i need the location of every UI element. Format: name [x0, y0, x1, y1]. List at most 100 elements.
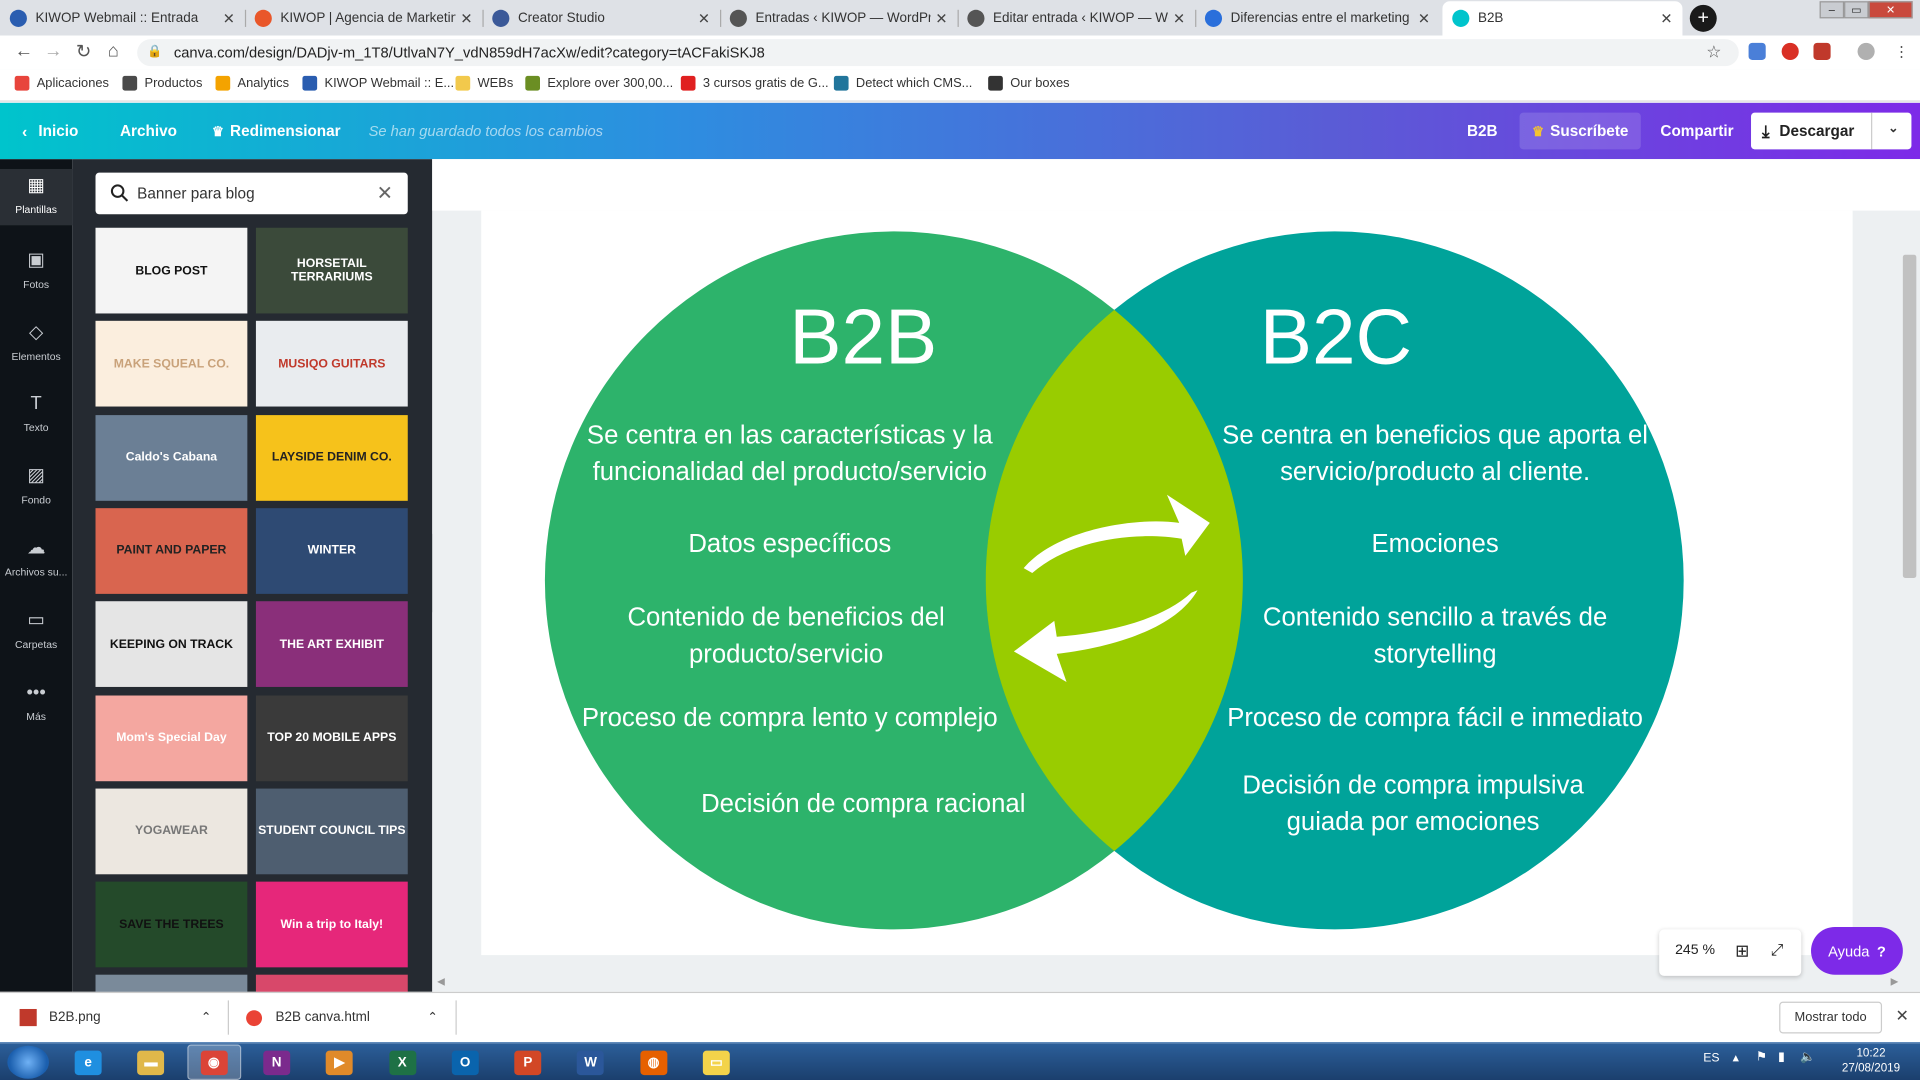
template-thumbnail[interactable]: Caldo's Cabana — [95, 414, 248, 501]
download-item[interactable]: B2B.png ⌃ — [19, 993, 216, 1042]
browser-tab[interactable]: Editar entrada ‹ KIWOP — WordP✕ — [958, 1, 1196, 35]
bookmark-item[interactable]: Aplicaciones — [14, 75, 109, 91]
bookmark-item[interactable]: 3 cursos gratis de G... — [680, 75, 829, 91]
help-button[interactable]: Ayuda ? — [1811, 926, 1903, 975]
profile-icon[interactable] — [1857, 42, 1875, 61]
close-icon[interactable]: ✕ — [697, 9, 711, 27]
reload-icon[interactable]: ↻ — [75, 41, 92, 63]
rail-item-fondo[interactable]: ▨Fondo — [0, 457, 72, 518]
taskbar-app[interactable]: W — [564, 1044, 618, 1080]
taskbar-app[interactable]: ◍ — [627, 1044, 681, 1080]
rail-item-plantillas[interactable]: ▦Plantillas — [0, 168, 73, 226]
template-thumbnail[interactable]: YOGAWEAR — [95, 788, 248, 875]
vertical-scrollbar[interactable] — [1902, 254, 1917, 578]
bookmark-star-icon[interactable]: ☆ — [1706, 41, 1722, 62]
template-thumbnail[interactable]: MUSIQO GUITARS — [255, 321, 408, 407]
show-all-downloads-button[interactable]: Mostrar todo — [1779, 1001, 1883, 1034]
browser-tab[interactable]: B2B✕ — [1442, 1, 1683, 36]
template-thumbnail[interactable]: MAKE SQUEAL CO. — [95, 321, 248, 407]
clock[interactable]: 10:22 27/08/2019 — [1832, 1047, 1910, 1076]
network-icon[interactable]: ▮ — [1777, 1050, 1785, 1065]
bookmark-item[interactable]: Productos — [122, 75, 202, 91]
rail-item-archivos-su[interactable]: ☁Archivos su... — [0, 529, 72, 590]
new-tab-button[interactable]: + — [1689, 4, 1717, 32]
close-icon[interactable]: ✕ — [935, 9, 948, 27]
flag-icon[interactable]: ⚑ — [1755, 1050, 1767, 1065]
download-button[interactable]: ⤓ Descargar ⌄ — [1751, 112, 1912, 150]
taskbar-app[interactable]: X — [375, 1044, 429, 1080]
minimize-icon[interactable]: – — [1819, 1, 1845, 19]
close-icon[interactable]: ✕ — [222, 9, 236, 27]
template-thumbnail[interactable]: Mom's Special Day — [95, 694, 248, 781]
rail-item-carpetas[interactable]: ▭Carpetas — [0, 601, 72, 662]
maximize-icon[interactable]: ▭ — [1844, 1, 1869, 19]
start-button[interactable] — [7, 1045, 49, 1079]
design-title[interactable]: B2B — [1466, 122, 1498, 140]
bookmark-item[interactable]: Explore over 300,00... — [525, 75, 673, 91]
scroll-right-icon[interactable]: ▶ — [1890, 975, 1899, 987]
chevron-up-icon[interactable]: ▴ — [1732, 1051, 1739, 1066]
template-thumbnail[interactable]: BLOG POST — [95, 227, 248, 314]
template-thumbnail[interactable]: WINTER — [255, 508, 408, 594]
bookmark-item[interactable]: KIWOP Webmail :: E... — [302, 75, 454, 91]
browser-tab[interactable]: Creator Studio✕ — [482, 1, 720, 35]
zoom-level[interactable]: 245 % — [1675, 942, 1716, 958]
rail-item-fotos[interactable]: ▣Fotos — [0, 241, 72, 302]
template-thumbnail[interactable]: THE ART EXHIBIT — [255, 601, 408, 688]
bookmark-item[interactable]: Our boxes — [988, 75, 1070, 91]
home-button[interactable]: ‹ Inicio — [22, 103, 78, 159]
template-thumbnail[interactable]: HORSETAIL TERRARIUMS — [255, 227, 408, 314]
bookmark-item[interactable]: Analytics — [215, 75, 289, 91]
overlap-lens[interactable] — [985, 309, 1243, 851]
close-icon[interactable]: ✕ — [1660, 9, 1673, 27]
subscribe-button[interactable]: ♛ Suscríbete — [1519, 112, 1641, 150]
template-thumbnail[interactable] — [95, 975, 248, 992]
taskbar-app[interactable]: ▭ — [689, 1044, 743, 1080]
taskbar-app[interactable]: O — [438, 1044, 492, 1080]
menu-dots-icon[interactable]: ⋮ — [1894, 42, 1909, 61]
chevron-down-icon[interactable]: ⌄ — [1888, 122, 1899, 136]
fullscreen-icon[interactable]: ⤢ — [1770, 940, 1784, 959]
close-icon[interactable]: ✕ — [1172, 9, 1186, 27]
close-icon[interactable]: ✕ — [1417, 9, 1431, 27]
browser-tab[interactable]: Diferencias entre el marketing B2✕ — [1195, 1, 1440, 35]
rail-item-elementos[interactable]: ◇Elementos — [0, 313, 72, 374]
template-thumbnail[interactable]: STUDENT COUNCIL TIPS — [255, 788, 408, 875]
url-text[interactable]: canva.com/design/DADjv-m_1T8/UtlvaN7Y_vd… — [173, 44, 765, 62]
template-thumbnail[interactable]: PAINT AND PAPER — [95, 508, 248, 594]
bookmark-item[interactable]: Detect which CMS... — [833, 75, 972, 91]
search-input[interactable] — [137, 181, 358, 206]
template-thumbnail[interactable]: LAYSIDE DENIM CO. — [255, 414, 408, 501]
forward-icon[interactable]: → — [44, 40, 63, 62]
taskbar-app[interactable]: ▬ — [124, 1044, 178, 1080]
back-icon[interactable]: ← — [14, 40, 34, 62]
window-close-icon[interactable]: ✕ — [1868, 1, 1913, 19]
close-icon[interactable]: ✕ — [1895, 1006, 1909, 1025]
browser-tab[interactable]: KIWOP | Agencia de Marketing C✕ — [245, 1, 483, 35]
template-thumbnail[interactable]: Win a trip to Italy! — [255, 881, 408, 968]
chevron-up-icon[interactable]: ⌃ — [200, 1010, 212, 1025]
resize-button[interactable]: ♛ Redimensionar — [212, 103, 341, 159]
grid-view-icon[interactable]: ⊞ — [1735, 940, 1750, 961]
browser-tab[interactable]: KIWOP Webmail :: Entrada✕ — [0, 1, 245, 35]
taskbar-app[interactable]: N — [250, 1044, 304, 1080]
taskbar-app[interactable]: ◉ — [186, 1044, 241, 1080]
close-icon[interactable]: ✕ — [460, 9, 473, 27]
language-indicator[interactable]: ES — [1703, 1051, 1720, 1066]
template-thumbnail[interactable]: TOP 20 MOBILE APPS — [255, 694, 408, 781]
scroll-left-icon[interactable]: ◀ — [437, 975, 445, 987]
address-bar[interactable]: 🔒 canva.com/design/DADjv-m_1T8/UtlvaN7Y_… — [137, 39, 1739, 67]
browser-tab[interactable]: Entradas ‹ KIWOP — WordPress✕ — [720, 1, 958, 35]
flash-icon[interactable] — [1813, 42, 1831, 61]
bookmark-item[interactable]: WEBs — [455, 75, 513, 91]
share-button[interactable]: Compartir — [1660, 103, 1733, 159]
chevron-up-icon[interactable]: ⌃ — [427, 1010, 438, 1025]
template-thumbnail[interactable]: KEEPING ON TRACK — [95, 601, 248, 688]
template-thumbnail[interactable] — [255, 975, 408, 992]
rail-item-m-s[interactable]: •••Más — [0, 673, 72, 734]
taskbar-app[interactable]: e — [61, 1044, 115, 1080]
translate-icon[interactable] — [1748, 42, 1766, 61]
